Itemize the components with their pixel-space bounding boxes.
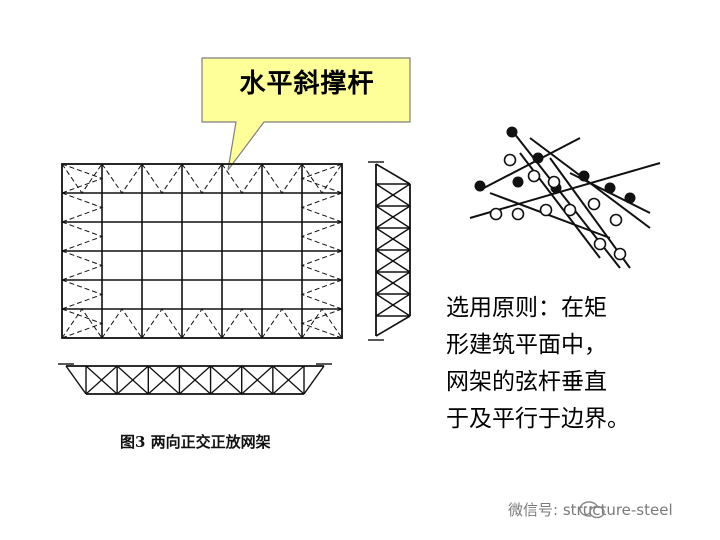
truss-line [116, 365, 149, 395]
truss-line [375, 163, 411, 185]
bracing-line [61, 163, 104, 194]
bracing-line [300, 308, 343, 339]
bottom-chord-node [587, 197, 601, 211]
top-chord-node [604, 182, 616, 194]
bracing-line [221, 163, 263, 194]
truss-line [375, 227, 411, 251]
bracing-line [181, 308, 223, 339]
bottom-chord-node [547, 175, 561, 189]
bracing-line [300, 163, 343, 194]
bracing-line [61, 250, 104, 281]
bracing-line [101, 308, 143, 339]
top-chord-node [474, 180, 486, 192]
truss-line [147, 365, 180, 395]
bottom-chord-node [539, 203, 553, 217]
bracing-line [261, 163, 303, 194]
top-chord-node [532, 152, 544, 164]
truss-line [375, 293, 411, 317]
bracing-line [61, 163, 103, 194]
truss-line [375, 205, 411, 229]
note-line: 于及平行于边界。 [446, 406, 630, 432]
truss-line [375, 315, 411, 337]
truss-line [375, 249, 411, 273]
isometric-node-detail [469, 126, 661, 269]
bottom-chord-node [511, 207, 525, 221]
bottom-chord-node [503, 153, 517, 167]
selection-principle-note: 选用原则：在矩 形建筑平面中， 网架的弦杆垂直 于及平行于边界。 [446, 290, 706, 438]
bracing-line [261, 308, 303, 339]
bracing-line [301, 308, 343, 339]
callout-label: 水平斜撑杆 [239, 69, 375, 99]
truss-line [241, 365, 274, 395]
member-line [479, 137, 581, 191]
side-elevation-diagram [368, 161, 411, 341]
truss-line [210, 365, 243, 395]
truss-line [65, 365, 87, 395]
bottom-chord-node [613, 247, 627, 261]
truss-line [178, 365, 212, 395]
bracing-line [101, 163, 143, 194]
bottom-chord-node [527, 169, 541, 183]
bottom-chord-node [489, 207, 503, 221]
bottom-chord-node [593, 237, 607, 251]
bracing-line [141, 163, 183, 194]
bracing-line [221, 308, 263, 339]
bracing-line [181, 163, 223, 194]
top-chord-node [506, 126, 518, 138]
bracing-line [301, 163, 343, 194]
wechat-icon [579, 501, 605, 519]
bottom-chord-node [609, 213, 623, 227]
bracing-line [61, 308, 103, 339]
bracing-line [300, 192, 343, 223]
watermark-text: 微信号: structure-steel [508, 501, 673, 519]
bottom-elevation-diagram [58, 363, 332, 395]
truss-line [303, 365, 325, 395]
bracing-line [300, 279, 343, 310]
truss-line [272, 365, 305, 395]
truss-line [85, 365, 118, 395]
figure-caption: 图3 两向正交正放网架 [120, 433, 271, 451]
bracing-line [61, 192, 104, 223]
truss-line [375, 271, 411, 295]
plan-view-diagram [61, 163, 343, 339]
bracing-line [61, 221, 104, 252]
note-line: 选用原则：在矩 [446, 295, 607, 321]
top-chord-node [512, 176, 524, 188]
truss-line [375, 183, 411, 207]
note-line: 形建筑平面中， [446, 332, 607, 358]
bottom-chord-node [563, 203, 577, 217]
note-line: 网架的弦杆垂直 [446, 369, 607, 395]
bracing-line [300, 221, 343, 252]
bracing-line [300, 250, 343, 281]
bracing-line [141, 308, 183, 339]
top-chord-node [624, 192, 636, 204]
member-line [469, 162, 661, 219]
bracing-line [61, 279, 104, 310]
top-chord-node [578, 170, 590, 182]
bracing-line [61, 308, 104, 339]
